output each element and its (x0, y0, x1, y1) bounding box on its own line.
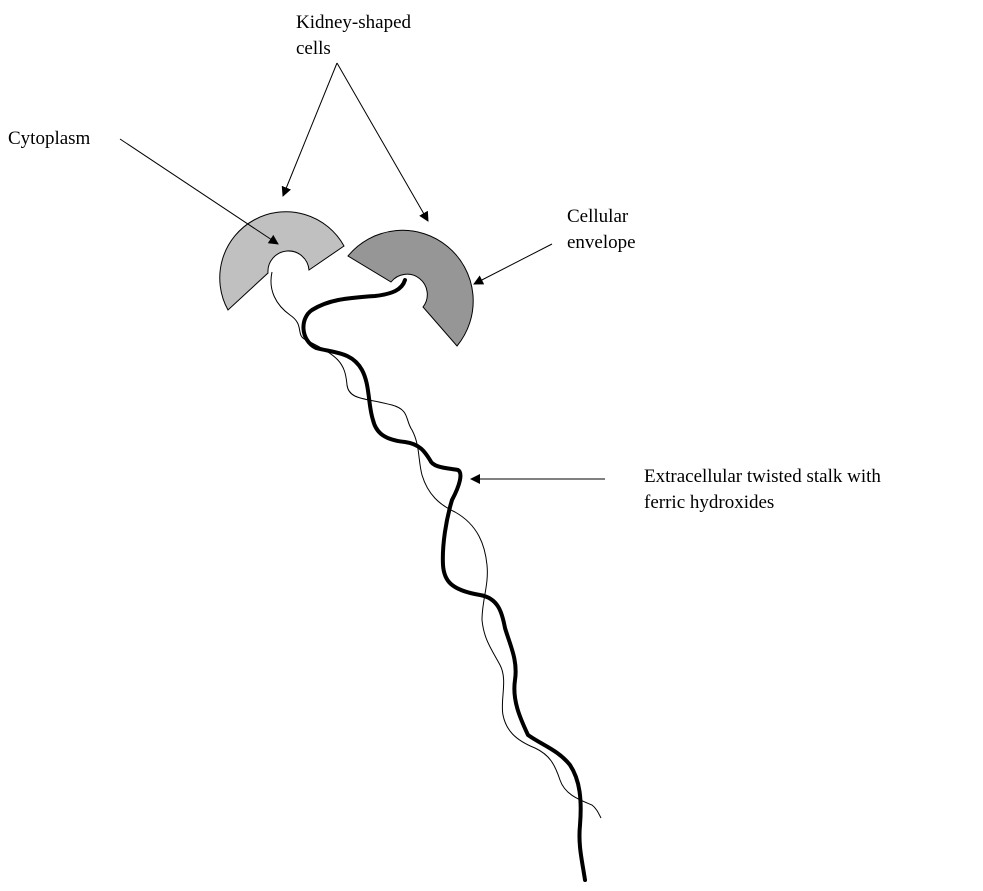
stalk-thin-strand (271, 272, 601, 818)
kidney-cell-left (220, 212, 344, 310)
kidney-cells-label-line1: Kidney-shaped (296, 10, 411, 36)
cellular-envelope-label: Cellular envelope (567, 204, 636, 256)
kidney-cells-arrow-left (283, 63, 337, 196)
cellular-envelope-arrow (474, 244, 552, 284)
cytoplasm-label: Cytoplasm (8, 126, 90, 152)
stalk-thick-strand (303, 280, 585, 880)
cytoplasm-arrow (120, 139, 278, 244)
cellular-envelope-label-line1: Cellular (567, 204, 636, 230)
kidney-cells-label-line2: cells (296, 36, 411, 62)
stalk-label-line1: Extracellular twisted stalk with (644, 464, 881, 490)
kidney-cells-arrow-right (337, 63, 428, 221)
cytoplasm-label-text: Cytoplasm (8, 126, 90, 152)
stalk-label: Extracellular twisted stalk with ferric … (644, 464, 881, 516)
stalk-label-line2: ferric hydroxides (644, 490, 881, 516)
cellular-envelope-label-line2: envelope (567, 230, 636, 256)
kidney-cells-label: Kidney-shaped cells (296, 10, 411, 62)
kidney-cell-right (348, 230, 473, 346)
